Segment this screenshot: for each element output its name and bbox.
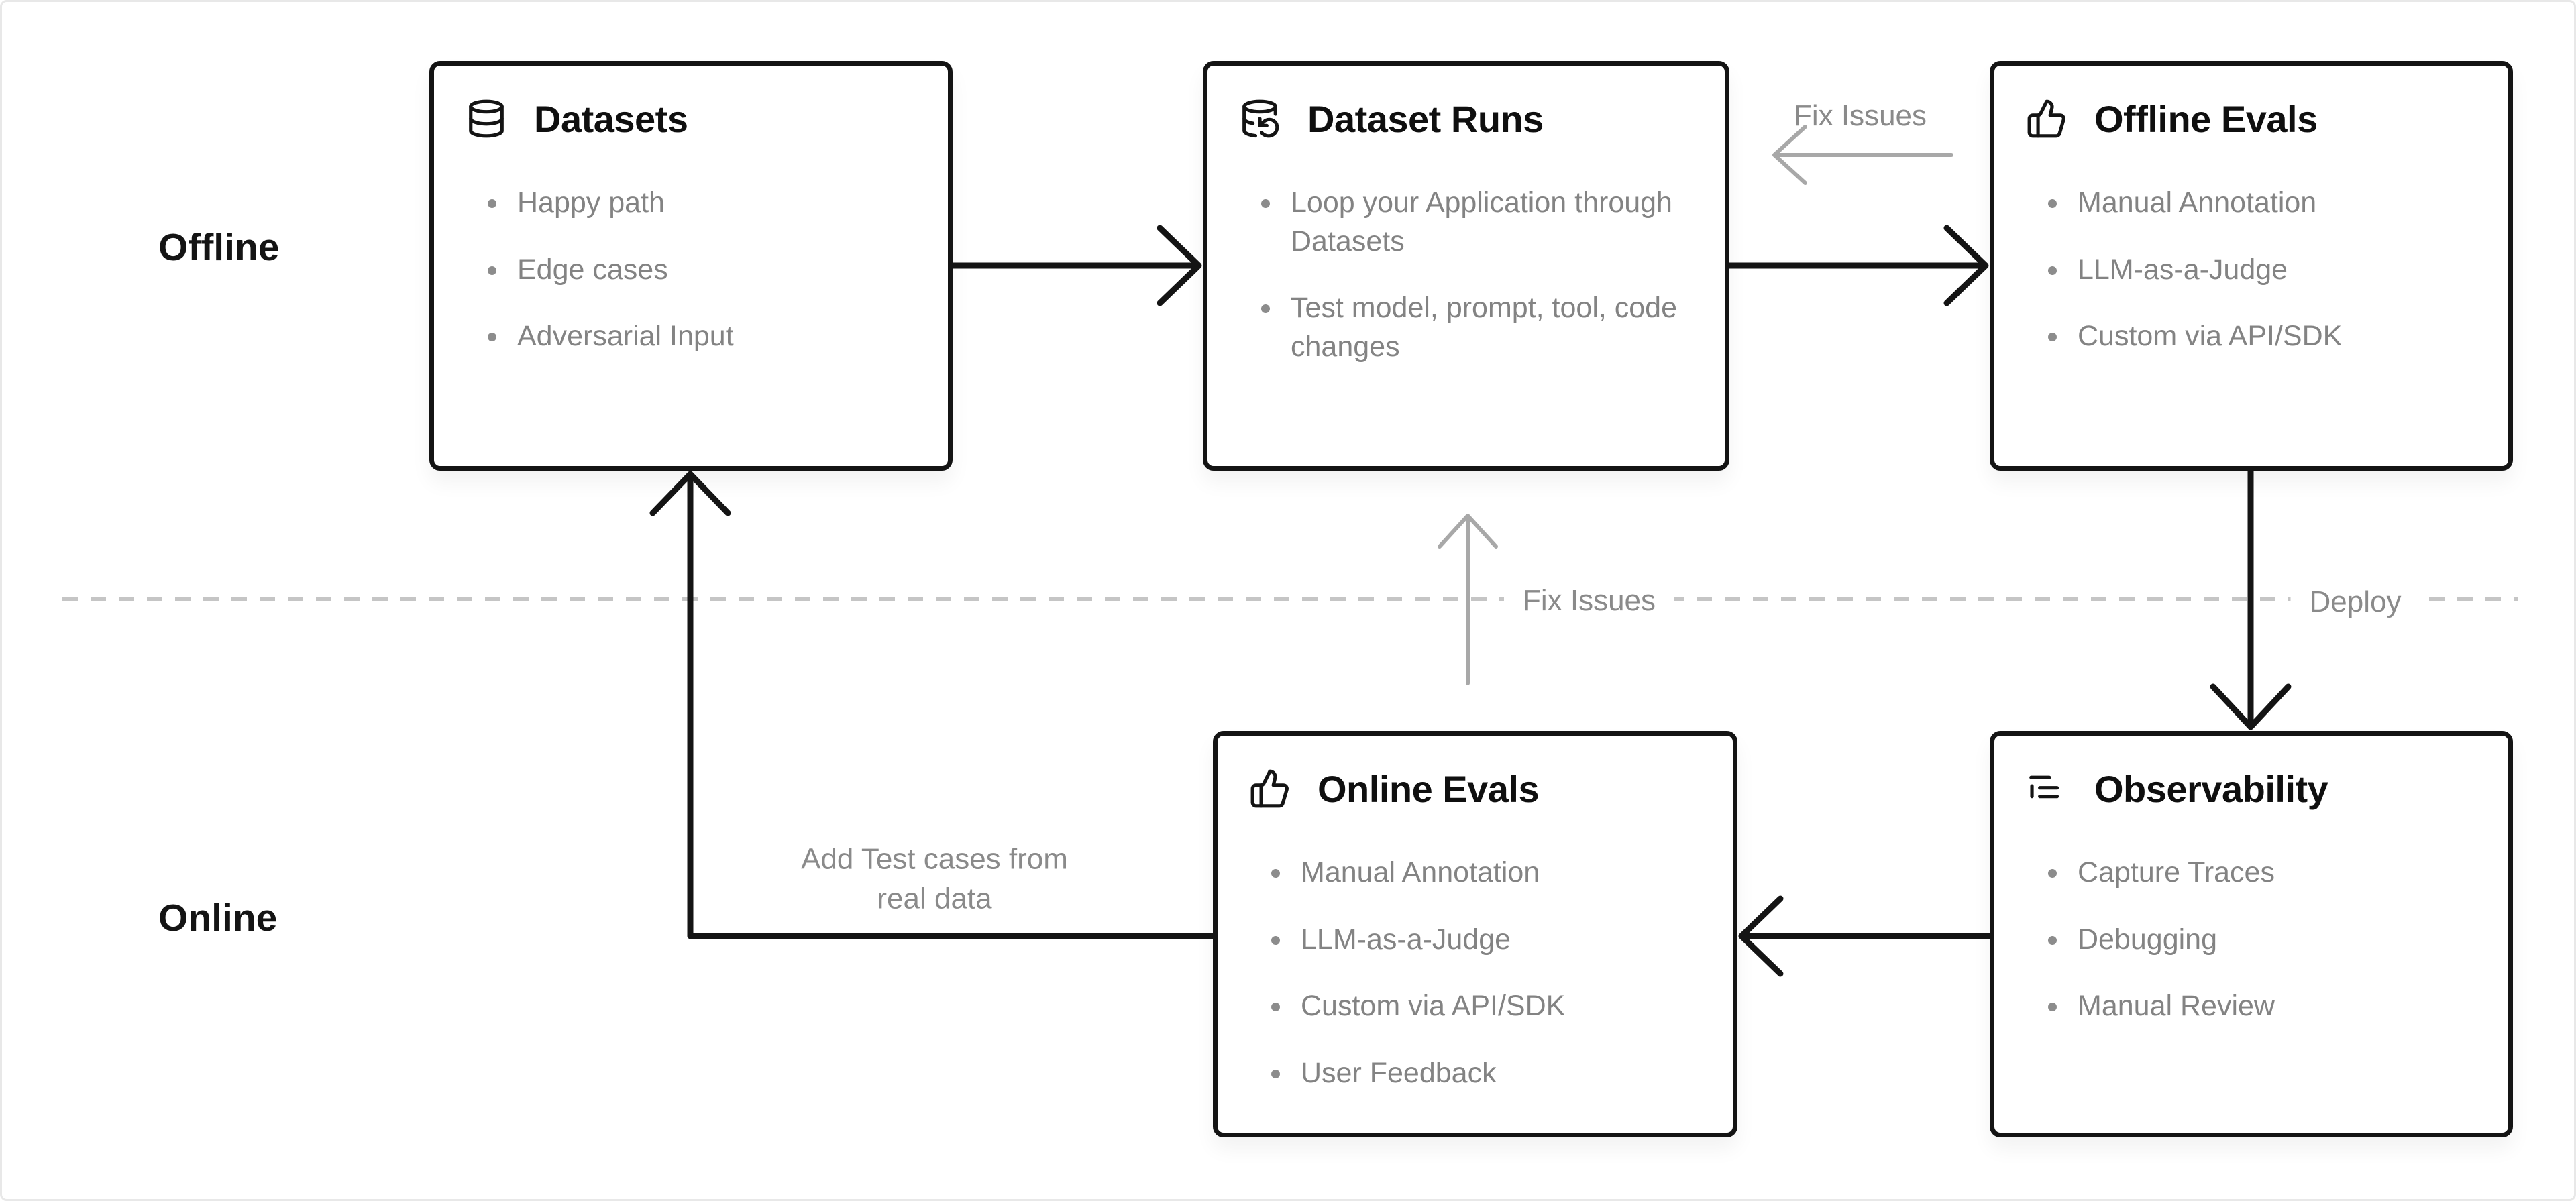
dataset-runs-to-offline-evals-arrow <box>1725 225 1989 306</box>
database-icon <box>469 99 504 138</box>
datasets-to-dataset-runs-arrow <box>949 225 1202 306</box>
box-title: Datasets <box>534 97 688 140</box>
online-evals-box-header: Online Evals <box>1249 766 1701 811</box>
dataset-runs-box-header: Dataset Runs <box>1239 97 1693 141</box>
add-test-cases-label: Add Test cases from real data <box>801 842 1068 915</box>
list-item: Manual Annotation <box>2048 184 2476 223</box>
list-item: Edge cases <box>488 251 916 290</box>
database-run-icon <box>1242 99 1279 138</box>
offline-evals-box: Offline Evals Manual Annotation LLM-as-a… <box>1990 61 2513 471</box>
fix-issues-middle-arrow <box>1438 514 1498 685</box>
list-item: Adversarial Input <box>488 317 916 356</box>
list-item: Happy path <box>488 184 916 223</box>
box-title: Observability <box>2094 767 2328 810</box>
box-title: Offline Evals <box>2094 97 2318 140</box>
observability-box: Observability Capture Traces Debugging M… <box>1990 731 2513 1137</box>
online-evals-list: Manual Annotation LLM-as-a-Judge Custom … <box>1271 854 1701 1093</box>
offline-evals-list: Manual Annotation LLM-as-a-Judge Custom … <box>2048 184 2476 356</box>
box-title: Online Evals <box>1318 767 1540 810</box>
list-item: Manual Annotation <box>1271 854 1701 893</box>
deploy-arrow <box>2210 467 2292 730</box>
thumbs-up-icon <box>2027 99 2065 138</box>
fix-issues-top-arrow <box>1772 125 1953 185</box>
observability-to-online-evals-arrow <box>1738 895 1993 977</box>
list-item: Loop your Application through Datasets <box>1261 184 1693 261</box>
observability-list: Capture Traces Debugging Manual Review <box>2048 854 2476 1026</box>
dataset-runs-list: Loop your Application through Datasets T… <box>1261 184 1693 366</box>
list-item: LLM-as-a-Judge <box>2048 251 2476 290</box>
thumbs-up-icon <box>1250 769 1289 808</box>
online-evals-box: Online Evals Manual Annotation LLM-as-a-… <box>1213 731 1737 1137</box>
list-item: Manual Review <box>2048 987 2476 1026</box>
list-item: Custom via API/SDK <box>1271 987 1701 1026</box>
offline-evals-box-header: Offline Evals <box>2026 97 2476 141</box>
datasets-box-header: Datasets <box>466 97 916 141</box>
logs-icon <box>2029 775 2059 799</box>
fix-issues-top-label: Fix Issues <box>1793 99 1927 132</box>
offline-section-label: Offline <box>158 226 280 269</box>
list-item: Test model, prompt, tool, code changes <box>1261 289 1693 366</box>
datasets-box: Datasets Happy path Edge cases Adversari… <box>429 61 953 471</box>
list-item: Capture Traces <box>2048 854 2476 893</box>
online-section-label: Online <box>158 897 278 939</box>
list-item: Custom via API/SDK <box>2048 317 2476 356</box>
box-title: Dataset Runs <box>1307 97 1544 140</box>
deploy-label: Deploy <box>2290 585 2420 619</box>
list-item: LLM-as-a-Judge <box>1271 921 1701 960</box>
list-item: User Feedback <box>1271 1054 1701 1093</box>
fix-issues-middle-label: Fix Issues <box>1503 584 1675 618</box>
list-item: Debugging <box>2048 921 2476 960</box>
dataset-runs-box: Dataset Runs Loop your Application throu… <box>1203 61 1729 471</box>
observability-box-header: Observability <box>2026 766 2476 811</box>
datasets-list: Happy path Edge cases Adversarial Input <box>488 184 916 356</box>
